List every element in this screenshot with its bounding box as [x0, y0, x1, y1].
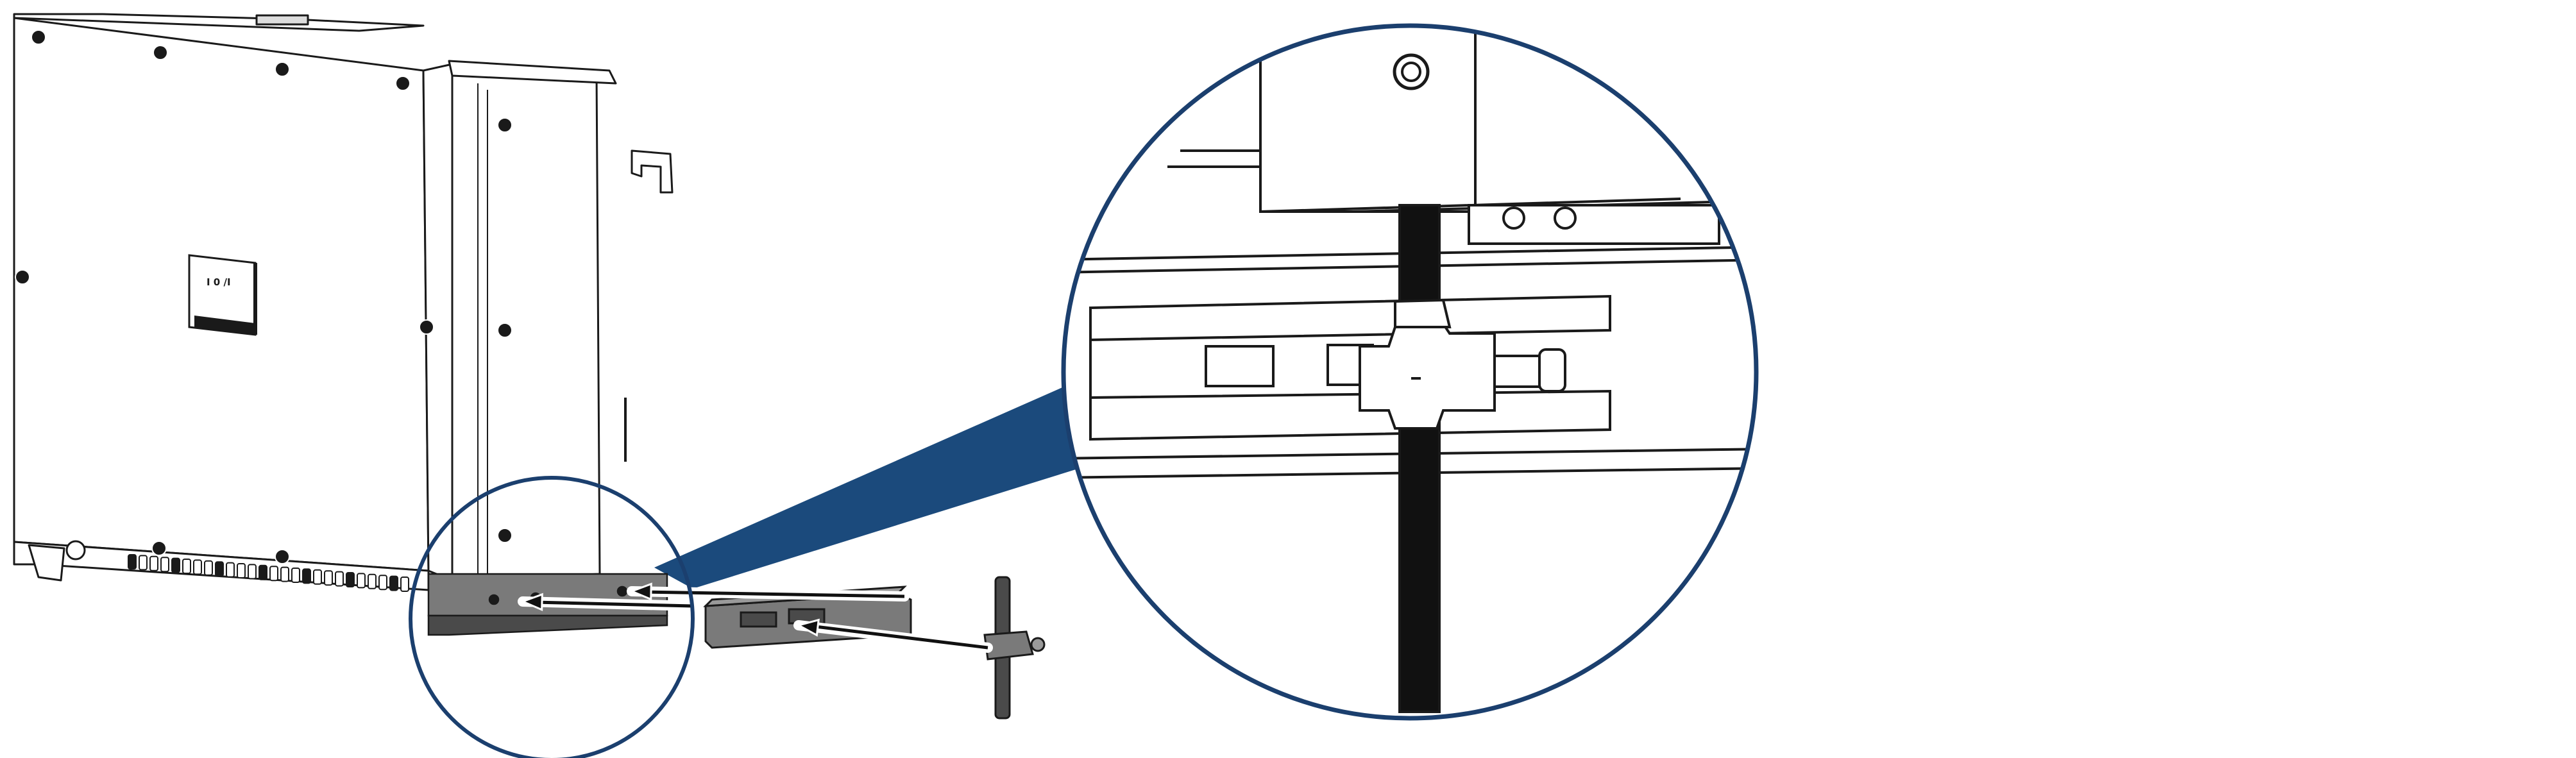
- connector-plug: [215, 561, 224, 577]
- connector-plug: [204, 560, 213, 576]
- zoom-wedge: [654, 383, 1084, 589]
- arrow-icon: [629, 582, 652, 601]
- ground-point-icon: [65, 540, 86, 560]
- connector-plug: [258, 564, 267, 580]
- connector-plug: [357, 573, 366, 589]
- connector-plug: [171, 557, 180, 573]
- screw-icon: [419, 319, 434, 335]
- inverter-left-foot: [28, 544, 65, 582]
- arrow-shaft: [534, 600, 693, 608]
- connector-plug: [160, 557, 169, 573]
- connector-plug: [324, 570, 333, 586]
- screw-icon: [15, 269, 30, 285]
- top-vent: [255, 14, 309, 26]
- connector-plug: [226, 562, 235, 578]
- connector-plug: [193, 559, 202, 575]
- screw-icon: [275, 62, 290, 77]
- detail-circle-large: [1061, 23, 1759, 721]
- connector-plug: [302, 568, 311, 584]
- connector-plug: [139, 555, 148, 571]
- connector-plug: [182, 559, 191, 574]
- grounding-clamp: [983, 576, 1046, 720]
- inverter-housing: [13, 13, 674, 591]
- screw-icon: [151, 541, 167, 556]
- arrow-icon: [520, 593, 543, 612]
- screw-icon: [497, 528, 513, 543]
- cover-top-bracket: [448, 60, 617, 85]
- mounting-rail-installed: [427, 573, 668, 636]
- connector-plug: [280, 566, 289, 582]
- detail-cable: [1398, 204, 1441, 713]
- connector-plug: [346, 572, 355, 587]
- connector-plug: [400, 577, 409, 592]
- connector-plug: [237, 563, 246, 578]
- connector-plug: [291, 568, 300, 583]
- connector-plug: [313, 569, 322, 585]
- detail-view: [1063, 26, 1756, 713]
- arrow-icon: [795, 618, 820, 637]
- connector-plug: [269, 566, 278, 582]
- connector-plug: [378, 575, 387, 591]
- mounting-hook: [631, 149, 674, 194]
- screw-icon: [395, 76, 411, 91]
- detail-housing-block: [1259, 26, 1477, 213]
- screw-icon: [497, 117, 513, 133]
- detail-clamp: [1359, 298, 1566, 430]
- dc-switch-label: I 0 /I: [207, 276, 231, 288]
- connector-row: [128, 554, 409, 592]
- connector-plug: [149, 555, 158, 571]
- connector-plug: [128, 554, 137, 569]
- housing-screws: [15, 29, 513, 564]
- screw-icon: [31, 29, 46, 45]
- screw-icon: [497, 323, 513, 338]
- screw-icon: [153, 45, 168, 60]
- arrow-shaft: [643, 590, 905, 598]
- connector-plug: [335, 571, 344, 587]
- dc-switch[interactable]: I 0 /I: [188, 254, 257, 336]
- screw-icon: [275, 549, 290, 564]
- assembly-arrows: [518, 582, 993, 653]
- connector-plug: [368, 573, 377, 589]
- arrow-shaft: [809, 624, 988, 650]
- connector-plug: [389, 575, 398, 591]
- connector-plug: [248, 564, 257, 580]
- detail-circle-small: [409, 476, 695, 758]
